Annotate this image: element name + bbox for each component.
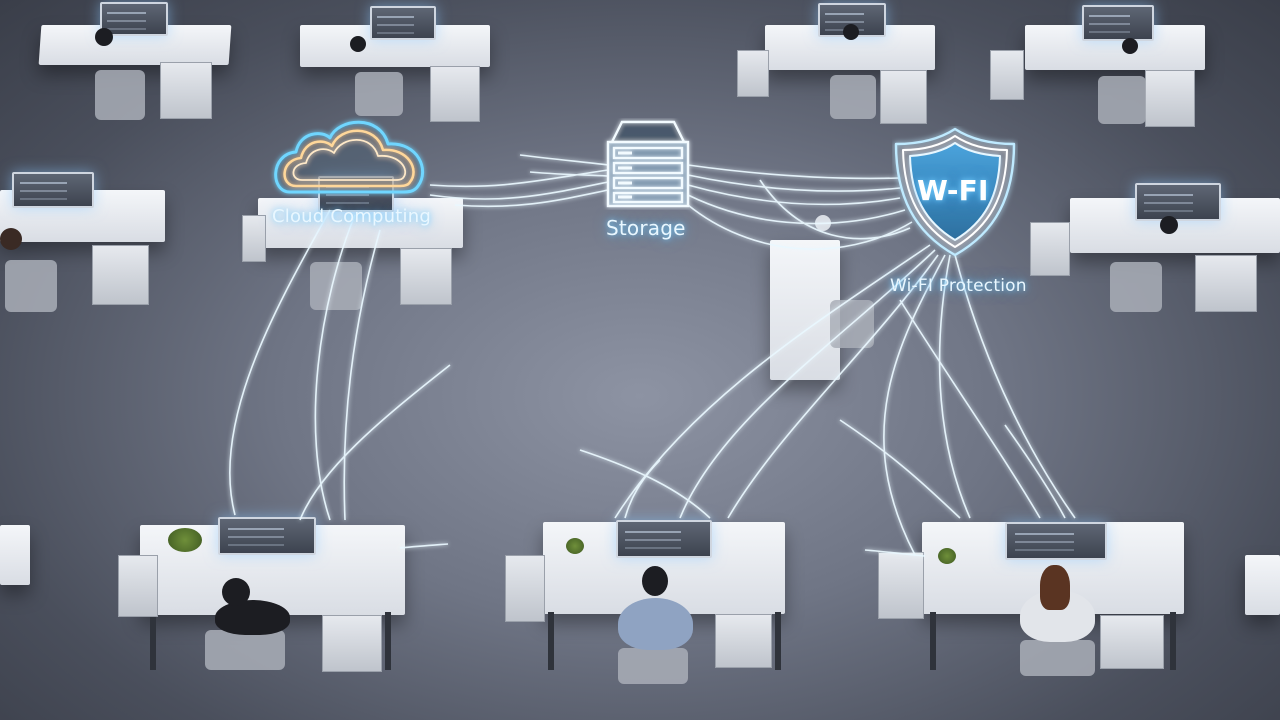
monitor-mid-right: [1135, 183, 1221, 221]
person-mid-right: [1160, 216, 1178, 234]
monitor-mid-left: [12, 172, 94, 208]
plant-bottom-2: [566, 538, 584, 554]
cabinet-bottom-3b: [878, 552, 924, 619]
chair-top-1: [95, 70, 145, 120]
person-mid-left: [0, 228, 22, 250]
cabinet-top-3b: [737, 50, 769, 97]
person-bottom-2: [618, 598, 693, 650]
desk-leg: [1170, 612, 1176, 670]
cloud-computing-label: Cloud Computing: [272, 206, 431, 227]
cabinet-mid-right-b: [1030, 222, 1070, 276]
desk-bottom-right-edge: [1245, 555, 1280, 615]
cabinet-mid-2: [400, 248, 452, 305]
person-bottom-1-head: [222, 578, 250, 606]
cabinet-top-3: [880, 70, 927, 124]
monitor-top-4: [1082, 5, 1154, 41]
chair-top-4: [1098, 76, 1146, 124]
person-bottom-1: [215, 600, 290, 635]
cabinet-mid-left: [92, 245, 149, 305]
monitor-top-1: [100, 2, 168, 36]
monitor-bottom-1: [218, 517, 316, 555]
desk-leg: [385, 612, 391, 670]
cabinet-bottom-2b: [505, 555, 545, 622]
monitor-top-2: [370, 6, 436, 40]
cabinet-bottom-1: [322, 615, 382, 672]
desk-leg: [930, 612, 936, 670]
desk-leg: [775, 612, 781, 670]
chair-bottom-1: [205, 630, 285, 670]
plant-bottom-1: [168, 528, 202, 552]
server-rack-icon: [606, 120, 690, 208]
desk-mid-3: [770, 240, 840, 380]
cabinet-bottom-2: [715, 614, 772, 668]
monitor-bottom-3: [1005, 522, 1107, 560]
chair-top-3: [830, 75, 876, 119]
plant-bottom-3: [938, 548, 956, 564]
cabinet-mid-right: [1195, 255, 1257, 312]
wifi-shield-badge: W-FI: [917, 174, 989, 207]
storage-label: Storage: [606, 216, 686, 240]
wifi-protection-label: Wi-FI Protection: [890, 276, 1027, 296]
desk-bottom-left-edge: [0, 525, 30, 585]
person-top-4: [1122, 38, 1138, 54]
cabinet-mid-2b: [242, 215, 266, 262]
person-top-2: [350, 36, 366, 52]
cabinet-top-2: [430, 66, 480, 122]
person-top-3: [843, 24, 859, 40]
cabinet-bottom-3: [1100, 615, 1164, 669]
shield-icon: [894, 127, 1016, 257]
chair-top-2: [355, 72, 403, 116]
chair-bottom-2: [618, 648, 688, 684]
person-bottom-3-head: [1040, 565, 1070, 610]
chair-mid-left: [5, 260, 57, 312]
cabinet-bottom-1b: [118, 555, 158, 617]
chair-mid-right: [1110, 262, 1162, 312]
monitor-bottom-2: [616, 520, 712, 558]
cabinet-top-4b: [990, 50, 1024, 100]
desk-leg: [150, 612, 156, 670]
person-bottom-2-head: [642, 566, 668, 596]
person-top-1: [95, 28, 113, 46]
cabinet-top-1: [160, 62, 212, 119]
chair-bottom-3: [1020, 640, 1095, 676]
cloud-icon: [274, 120, 425, 194]
desk-leg: [548, 612, 554, 670]
